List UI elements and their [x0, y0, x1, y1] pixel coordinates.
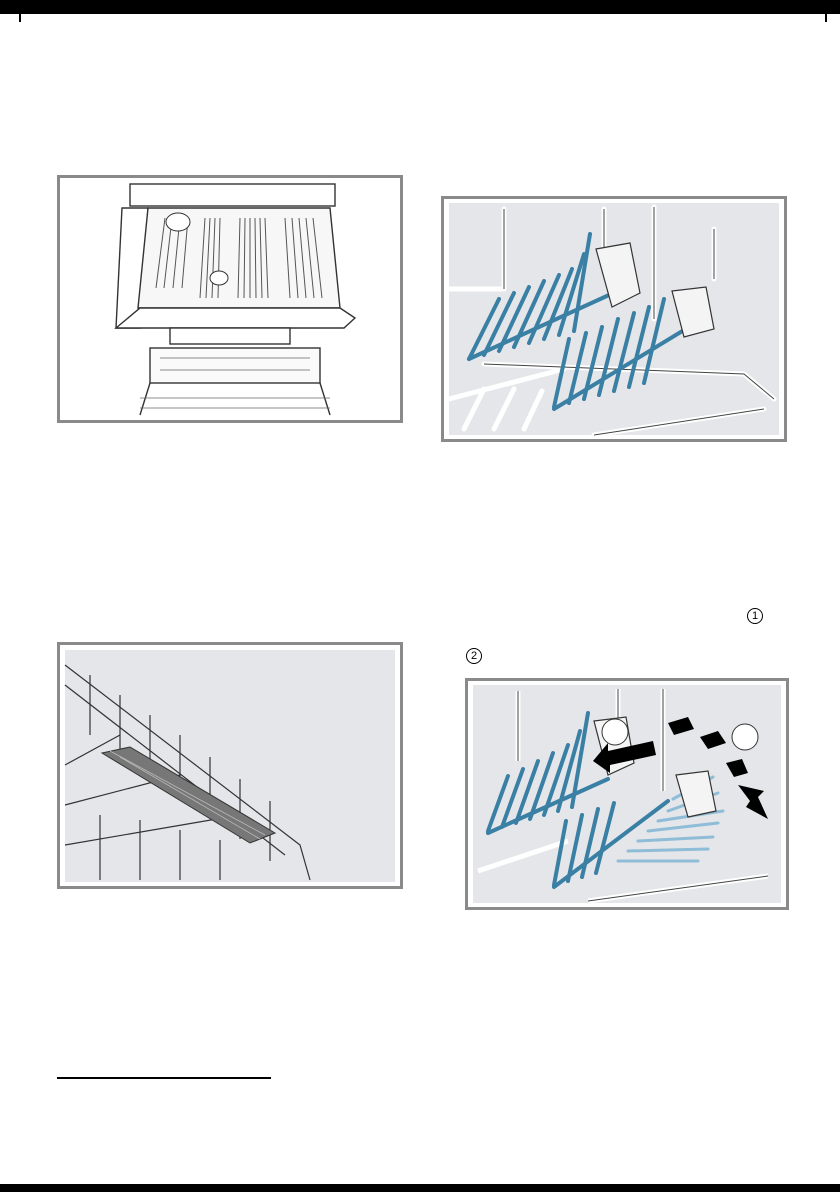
rack-prong-rows-illustration: [444, 199, 784, 439]
prong-rows-folding-illustration: [468, 681, 786, 907]
bottom-bar: [0, 1184, 840, 1192]
marker-2: 2: [466, 648, 482, 664]
footnote-rule: [57, 1077, 271, 1079]
dishwasher-drawer-illustration: [60, 178, 400, 420]
figure-cutlery-insert: [57, 642, 403, 889]
cutlery-insert-illustration: [60, 645, 400, 886]
top-bar: [0, 0, 840, 14]
figure-prong-rows-folding: [465, 678, 789, 910]
top-tick-marks: [0, 14, 840, 26]
marker-1: 1: [747, 608, 763, 624]
figure-dishwasher-drawer: [57, 175, 403, 423]
figure-rack-prong-rows: [441, 196, 787, 442]
